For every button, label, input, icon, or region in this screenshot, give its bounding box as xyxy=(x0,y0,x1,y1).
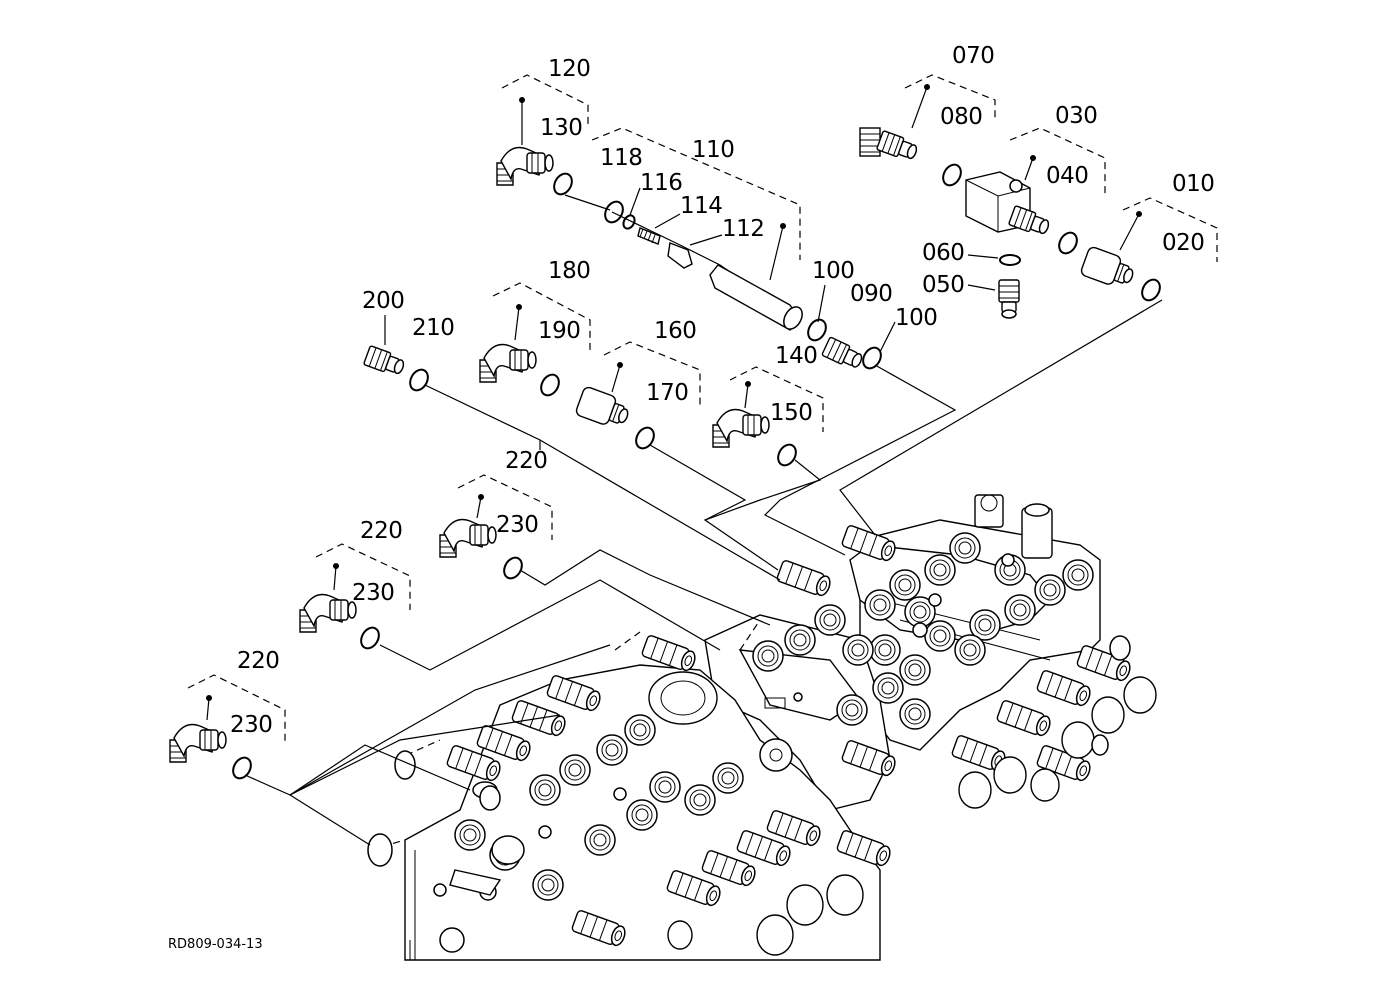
part-labels: 120 130 110 118 116 114 112 100 090 100 … xyxy=(168,43,1215,952)
label-190: 190 xyxy=(538,318,580,344)
label-100-b: 100 xyxy=(895,305,937,331)
drawing-code: RD809-034-13 xyxy=(168,937,263,952)
label-200: 200 xyxy=(362,288,404,314)
label-130: 130 xyxy=(540,115,582,141)
part-graphics xyxy=(169,84,1165,783)
label-116: 116 xyxy=(640,170,682,196)
label-220-c: 220 xyxy=(237,648,279,674)
control-valve-assembly xyxy=(367,494,1157,961)
label-170: 170 xyxy=(646,380,688,406)
label-050: 050 xyxy=(922,272,964,298)
label-180: 180 xyxy=(548,258,590,284)
label-220-a: 220 xyxy=(505,448,547,474)
label-114: 114 xyxy=(680,193,722,219)
label-110: 110 xyxy=(692,137,734,163)
label-070: 070 xyxy=(952,43,994,69)
label-080: 080 xyxy=(940,104,982,130)
label-210: 210 xyxy=(412,315,454,341)
label-112: 112 xyxy=(722,216,764,242)
label-120: 120 xyxy=(548,56,590,82)
label-leaders xyxy=(384,187,999,353)
label-230-c: 230 xyxy=(230,712,272,738)
label-118: 118 xyxy=(600,145,642,171)
connection-lines xyxy=(244,194,1163,846)
label-090: 090 xyxy=(850,281,892,307)
group-brackets xyxy=(187,74,1218,742)
label-140: 140 xyxy=(775,343,817,369)
label-150: 150 xyxy=(770,400,812,426)
label-010: 010 xyxy=(1172,171,1214,197)
label-100-a: 100 xyxy=(812,258,854,284)
label-040: 040 xyxy=(1046,163,1088,189)
label-230-b: 230 xyxy=(352,580,394,606)
label-220-b: 220 xyxy=(360,518,402,544)
label-030: 030 xyxy=(1055,103,1097,129)
label-160: 160 xyxy=(654,318,696,344)
label-230-a: 230 xyxy=(496,512,538,538)
label-020: 020 xyxy=(1162,230,1204,256)
label-060: 060 xyxy=(922,240,964,266)
